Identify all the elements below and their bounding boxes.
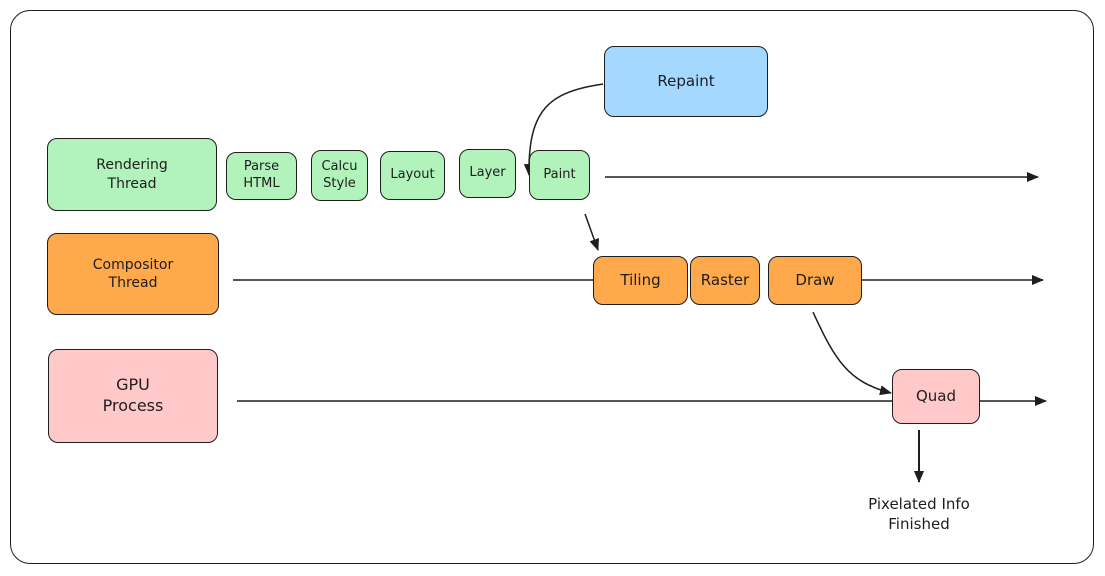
result-label: Pixelated Info Finished	[868, 495, 970, 534]
rendering-thread-label: Rendering Thread	[96, 157, 168, 192]
layer-label: Layer	[469, 165, 506, 181]
repaint-label: Repaint	[657, 71, 715, 90]
layout-step: Layout	[380, 151, 445, 200]
quad-label: Quad	[915, 386, 957, 405]
raster-label: Raster	[700, 270, 750, 289]
paint-to-tiling-arrow	[584, 213, 599, 251]
paint-label: Paint	[543, 166, 576, 182]
tiling-label: Tiling	[620, 270, 661, 289]
tiling-step: Tiling	[593, 256, 688, 305]
draw-step: Draw	[768, 256, 862, 305]
calc-style-step: Calcu Style	[311, 150, 368, 201]
layout-label: Layout	[390, 167, 435, 183]
paint-step: Paint	[529, 150, 590, 200]
draw-label: Draw	[795, 270, 835, 289]
parse-html-label: Parse HTML	[243, 159, 280, 191]
layer-step: Layer	[459, 149, 516, 198]
rendering-thread-box: Rendering Thread	[47, 138, 217, 211]
repaint-box: Repaint	[604, 46, 768, 117]
raster-step: Raster	[690, 256, 760, 305]
draw-to-quad-arrow	[812, 311, 892, 396]
calc-style-label: Calcu Style	[321, 158, 358, 191]
compositor-thread-box: Compositor Thread	[47, 233, 219, 315]
compositor-thread-label: Compositor Thread	[92, 256, 174, 291]
diagram-frame	[10, 10, 1094, 564]
gpu-process-box: GPU Process	[48, 349, 218, 443]
gpu-process-label: GPU Process	[102, 375, 164, 415]
parse-html-step: Parse HTML	[226, 152, 297, 200]
quad-step: Quad	[892, 369, 980, 424]
